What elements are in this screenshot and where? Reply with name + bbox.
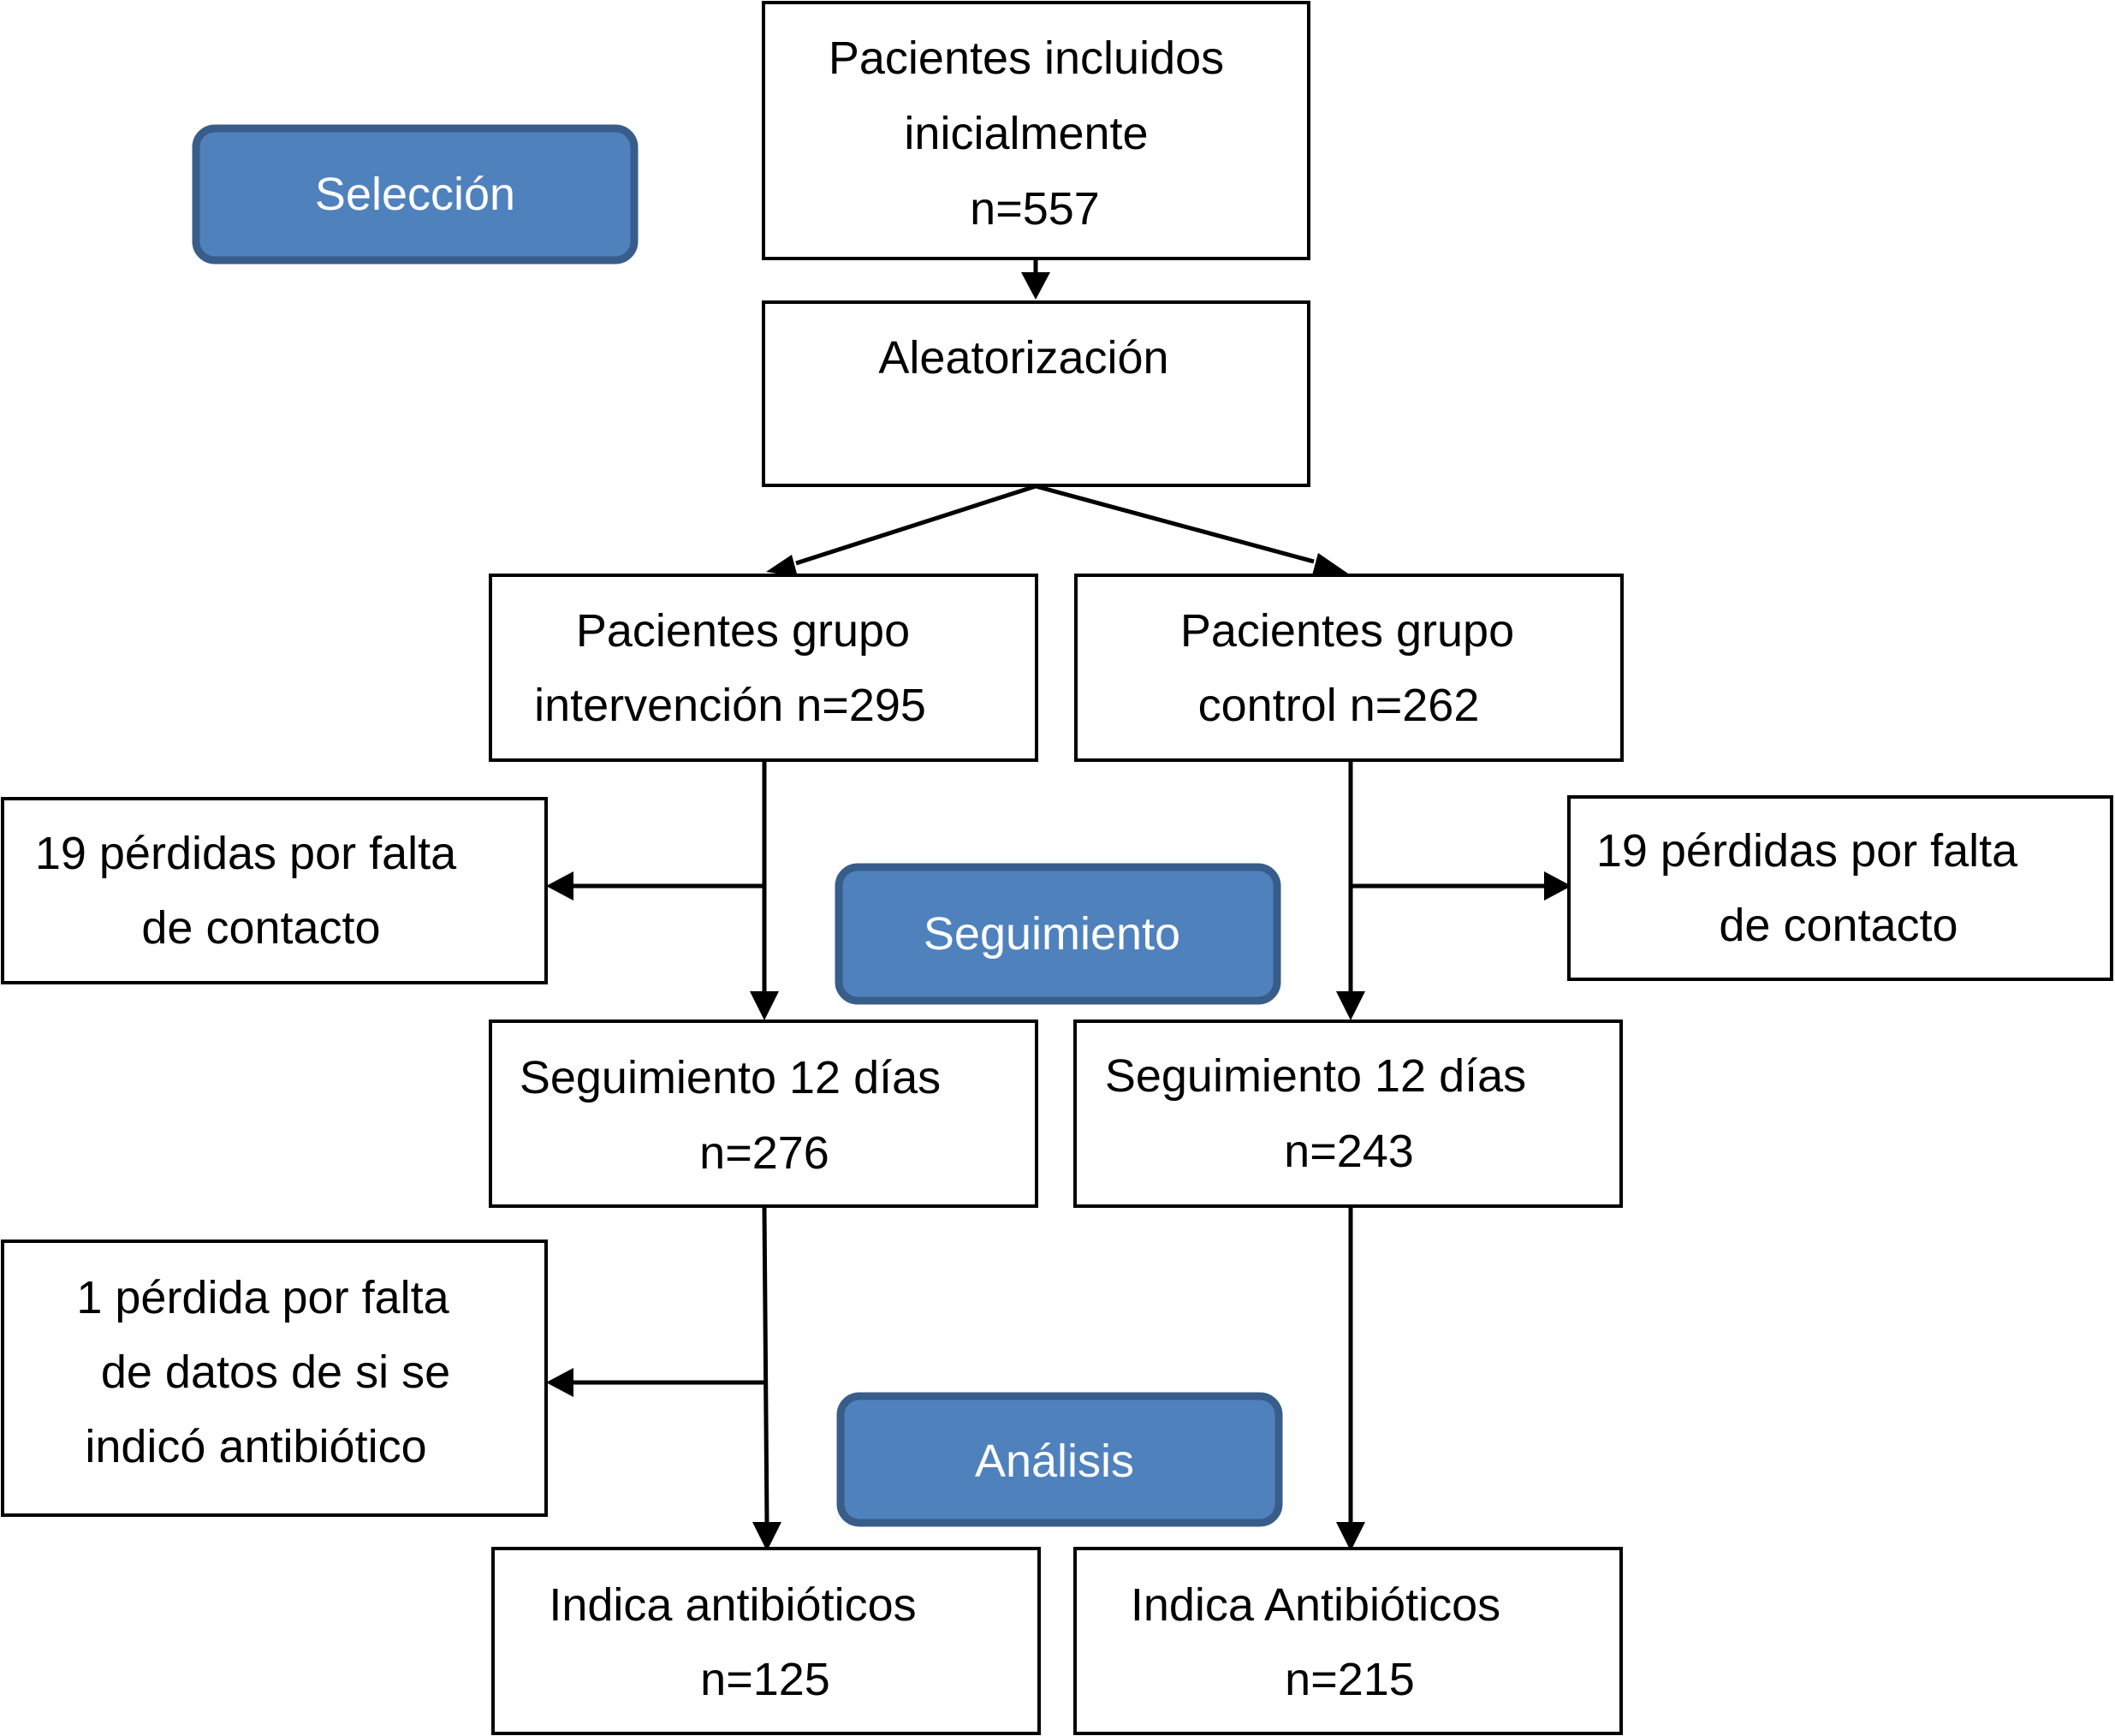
box-aleatorizacion-line: Aleatorización [878, 332, 1168, 383]
box-perdida-datos-line: 1 pérdida por falta [76, 1272, 449, 1323]
arrowhead [1021, 272, 1050, 300]
stage-analisis: Análisis [836, 1392, 1283, 1527]
box-seguimiento-intervencion: Seguimiento 12 días n=276 [489, 1020, 1038, 1208]
box-antibioticos-control-line: n=215 [1285, 1654, 1415, 1705]
box-antibioticos-control: Indica Antibióticos n=215 [1073, 1547, 1623, 1735]
box-seguimiento-control: Seguimiento 12 días n=243 [1073, 1020, 1623, 1208]
arrowhead [1312, 553, 1348, 575]
box-perdidas-control-line: de contacto [1719, 900, 1958, 951]
box-seguimiento-intervencion-line: n=276 [699, 1127, 829, 1179]
box-grupo-intervencion: Pacientes grupo intervención n=295 [489, 574, 1038, 762]
arrowhead [1336, 1522, 1365, 1551]
stage-seguimiento: Seguimiento [835, 863, 1281, 1005]
box-perdida-datos: 1 pérdida por falta de datos de si se in… [1, 1240, 548, 1517]
stage-seguimiento-label: Seguimiento [924, 908, 1180, 960]
box-grupo-intervencion-line: Pacientes grupo [576, 605, 910, 657]
connector-aleatorizacion-to-intervencion [795, 484, 1037, 566]
stage-analisis-label: Análisis [975, 1436, 1134, 1487]
connectors [546, 259, 1571, 1551]
arrowhead [1544, 871, 1571, 901]
connector-aleatorizacion-to-control [1035, 484, 1315, 564]
box-perdidas-control-line: 19 pérdidas por falta [1596, 825, 2018, 877]
arrowhead [1336, 991, 1365, 1020]
box-pacientes-incluidos-line: inicialmente [904, 108, 1148, 159]
box-seguimiento-intervencion-line: Seguimiento 12 días [520, 1052, 941, 1103]
box-perdidas-control: 19 pérdidas por falta de contacto [1567, 795, 2113, 981]
box-grupo-control: Pacientes grupo control n=262 [1074, 574, 1624, 762]
box-pacientes-incluidos: Pacientes incluidos inicialmente n=557 [762, 1, 1310, 260]
arrowhead [750, 991, 779, 1020]
box-grupo-intervencion-line: intervención n=295 [534, 680, 926, 731]
box-perdidas-intervencion-line: 19 pérdidas por falta [35, 828, 457, 879]
box-antibioticos-intervencion-line: Indica antibióticos [549, 1579, 916, 1631]
box-perdidas-intervencion: 19 pérdidas por falta de contacto [1, 797, 548, 984]
box-antibioticos-intervencion: Indica antibióticos n=125 [491, 1547, 1041, 1735]
arrowhead [766, 555, 798, 577]
box-seguimiento-control-line: Seguimiento 12 días [1105, 1050, 1526, 1102]
connector-seguimiento-to-antibioticos-intervencion [762, 1206, 769, 1525]
box-perdidas-intervencion-line: de contacto [141, 902, 380, 954]
box-perdida-datos-line: de datos de si se [101, 1347, 450, 1398]
stage-seleccion-label: Selección [315, 169, 515, 220]
stage-seleccion: Selección [192, 124, 639, 265]
box-antibioticos-intervencion-line: n=125 [700, 1654, 830, 1705]
box-grupo-control-line: control n=262 [1198, 680, 1480, 731]
box-seguimiento-control-line: n=243 [1284, 1126, 1414, 1177]
box-aleatorizacion: Aleatorización [762, 300, 1310, 487]
box-pacientes-incluidos-line: Pacientes incluidos [829, 33, 1224, 84]
arrowhead [752, 1522, 781, 1551]
arrowhead [546, 871, 573, 901]
box-perdida-datos-line: indicó antibiótico [85, 1421, 426, 1472]
arrowhead [546, 1368, 573, 1397]
box-grupo-control-line: Pacientes grupo [1180, 605, 1514, 657]
box-pacientes-incluidos-line: n=557 [970, 183, 1100, 235]
box-antibioticos-control-line: Indica Antibióticos [1131, 1579, 1500, 1631]
